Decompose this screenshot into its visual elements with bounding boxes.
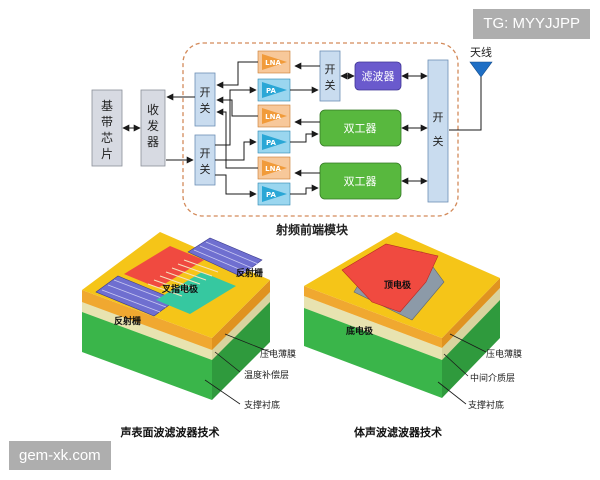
antenna-label: 天线 — [470, 45, 492, 59]
duplexer-1-box — [319, 109, 402, 147]
duplexer-1-label: 双工器 — [344, 122, 377, 135]
antenna-switch-char-1: 开 — [433, 111, 444, 124]
antenna-feed-line — [449, 77, 482, 131]
block-diagram: 基 带 芯 片 收 发 器 开 关 开 关 LNA PA — [91, 42, 493, 237]
watermark-top-right: TG: MYYJJPP — [473, 9, 590, 39]
antenna-switch-box — [427, 59, 449, 203]
antenna-icon — [469, 61, 493, 78]
baw-filter-illustration: 顶电极 底电极 压电薄膜 中间介质层 支撑衬底 体声波滤波器技术 — [304, 232, 522, 439]
duplexer-2-box — [319, 162, 402, 200]
switch-3-char-2: 关 — [325, 78, 336, 92]
baw-piezo-right — [442, 278, 500, 348]
lna-1: LNA — [257, 50, 291, 74]
saw-temp-layer-right — [212, 290, 270, 360]
transceiver-char-1: 收 — [147, 103, 159, 117]
saw-idt-fingers — [147, 259, 219, 297]
saw-idt-label: 叉指电极 — [161, 283, 199, 295]
lna-3-label: LNA — [265, 165, 281, 173]
filter-box — [354, 61, 402, 91]
baw-mid-layer-front — [304, 296, 442, 360]
baseband-char-1: 基 — [101, 99, 113, 113]
switch-1-char-1: 开 — [200, 86, 211, 99]
lna-2-label: LNA — [265, 113, 281, 121]
lna-3: LNA — [257, 156, 291, 180]
pa-2-label: PA — [266, 139, 276, 147]
saw-layer-substrate: 支撑衬底 — [244, 399, 280, 411]
transceiver-char-3: 器 — [147, 135, 159, 149]
baw-layer-piezo: 压电薄膜 — [486, 348, 522, 360]
lna-1-label: LNA — [265, 59, 281, 67]
baw-layer-substrate: 支撑衬底 — [468, 399, 504, 411]
switch-3-box — [319, 50, 341, 102]
saw-layer-piezo: 压电薄膜 — [260, 348, 296, 360]
saw-idt-green-pad — [156, 272, 236, 314]
saw-temp-layer-front — [82, 300, 212, 360]
watermark-bottom-left: gem-xk.com — [9, 441, 111, 470]
baw-substrate-side-front — [304, 304, 442, 398]
switch-2-char-1: 开 — [200, 147, 211, 160]
baw-substrate-side-right — [442, 296, 500, 398]
saw-reflector-stripes — [101, 241, 259, 313]
saw-filter-illustration: 反射栅 反射栅 叉指电极 压电薄膜 温度补偿层 支撑衬底 声表面波滤波器技术 — [82, 232, 296, 439]
saw-piezo-layer-front — [82, 290, 212, 350]
saw-reflector-label-right: 反射栅 — [236, 267, 263, 279]
switch-2-box — [194, 134, 216, 186]
baw-callout-lines — [437, 333, 487, 405]
switch-1-char-2: 关 — [200, 101, 211, 115]
filter-label: 滤波器 — [362, 70, 395, 83]
baseband-chip-box — [91, 89, 123, 167]
switch-3-char-1: 开 — [325, 63, 336, 76]
saw-title: 声表面波滤波器技术 — [120, 425, 220, 439]
baseband-char-4: 片 — [101, 147, 113, 161]
baw-layer-mid: 中间介质层 — [470, 372, 515, 384]
signal-wires — [215, 61, 428, 198]
baw-top-electrode — [341, 243, 439, 313]
baseband-char-3: 芯 — [101, 131, 113, 145]
baw-bottom-electrode-label: 底电极 — [346, 325, 374, 337]
pa-1: PA — [257, 78, 291, 102]
saw-piezo-layer-right — [212, 280, 270, 350]
saw-layer-temp: 温度补偿层 — [244, 369, 289, 381]
switch-1-box — [194, 72, 216, 127]
switch-2-char-2: 关 — [200, 162, 211, 176]
duplexer-2-label: 双工器 — [344, 175, 377, 188]
rf-module-label: 射频前端模块 — [275, 222, 349, 237]
pa-2: PA — [257, 130, 291, 154]
pa-1-label: PA — [266, 87, 276, 95]
baw-piezo-front — [304, 286, 442, 348]
transceiver-char-2: 发 — [147, 118, 159, 133]
saw-top-face — [82, 232, 270, 338]
saw-reflector-label-left: 反射栅 — [114, 315, 141, 327]
baw-top-electrode-label: 顶电极 — [384, 279, 412, 291]
antenna-switch-char-2: 关 — [433, 134, 444, 148]
pa-3-label: PA — [266, 191, 276, 199]
baw-mid-layer-right — [442, 288, 500, 360]
saw-callout-lines — [204, 333, 271, 405]
lna-2: LNA — [257, 104, 291, 128]
baw-title: 体声波滤波器技术 — [354, 425, 442, 439]
saw-substrate-side-front — [82, 308, 212, 400]
transceiver-box — [140, 89, 166, 167]
saw-substrate-side-right — [212, 298, 270, 400]
baseband-char-2: 带 — [101, 115, 113, 129]
saw-idt-red-pad — [124, 246, 204, 288]
pa-3: PA — [257, 182, 291, 206]
